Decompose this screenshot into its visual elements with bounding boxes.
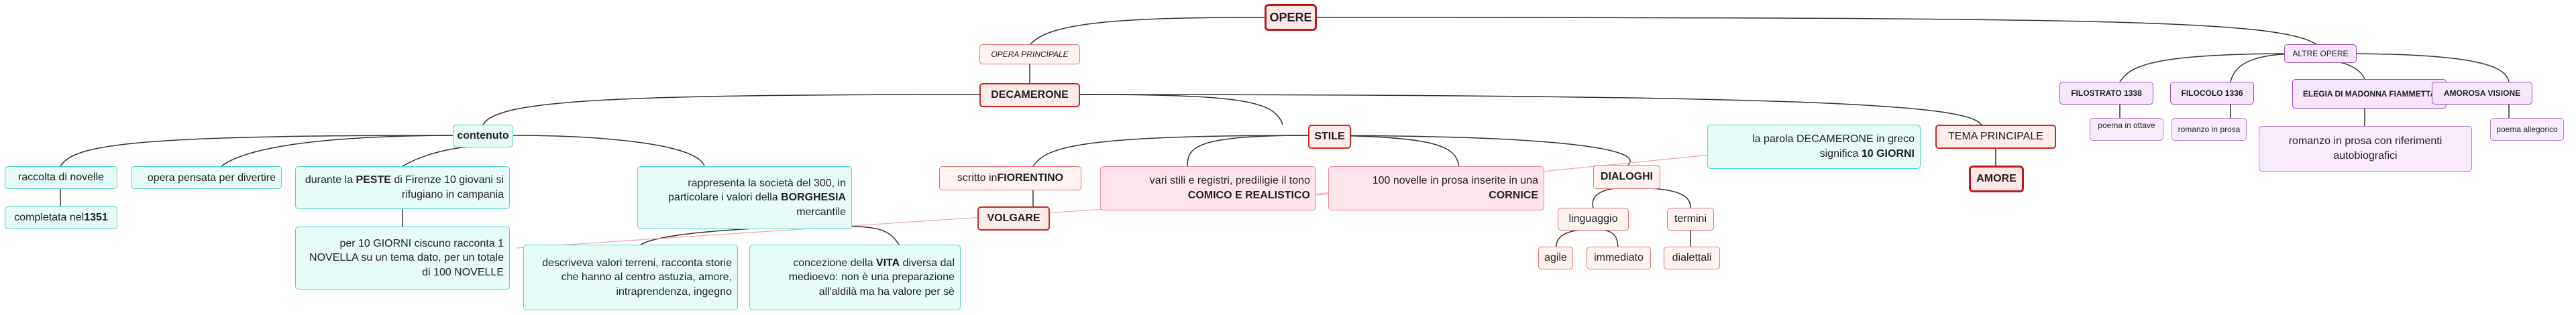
node-opere[interactable]: OPERE — [1265, 4, 1317, 31]
completata-text: completata nel — [14, 212, 85, 224]
durante-text-a: durante la — [305, 174, 356, 186]
node-durante[interactable]: durante la PESTE di Firenze 10 giovani s… — [295, 166, 510, 209]
node-romanzo-prosa[interactable]: romanzo in prosa — [2171, 118, 2247, 141]
rappresenta-text-b: mercantile — [796, 206, 846, 218]
node-dialoghi[interactable]: DIALOGHI — [1593, 165, 1660, 189]
scritto-fiorentino: FIORENTINO — [997, 172, 1064, 184]
node-decamerone[interactable]: DECAMERONE — [979, 83, 1080, 107]
vari-text: vari stili e registri, prediligie il ton… — [1149, 175, 1310, 187]
node-raccolta[interactable]: raccolta di novelle — [5, 166, 117, 189]
node-immediato[interactable]: immediato — [1587, 247, 1651, 269]
node-tema-principale[interactable]: TEMA PRINCIPALE — [1935, 125, 2056, 149]
node-dialettali[interactable]: dialettali — [1664, 247, 1720, 269]
durante-text-b: di Firenze 10 giovani si rifugiano in ca… — [390, 174, 504, 200]
node-termini[interactable]: termini — [1667, 208, 1714, 231]
node-opera-principale[interactable]: OPERA PRINCIPALE — [979, 44, 1080, 64]
node-scritto[interactable]: scritto in FIORENTINO — [939, 166, 1081, 190]
node-descriveva[interactable]: descriveva valori terreni, racconta stor… — [523, 245, 738, 310]
node-parola-decamerone[interactable]: la parola DECAMERONE in greco significa … — [1707, 125, 1921, 169]
node-completata[interactable]: completata nel 1351 — [5, 206, 117, 229]
node-vari[interactable]: vari stili e registri, prediligie il ton… — [1100, 166, 1316, 210]
node-amore[interactable]: AMORE — [1969, 166, 2024, 192]
node-cento-novelle[interactable]: 100 novelle in prosa inserite in una COR… — [1328, 166, 1544, 210]
node-elegia[interactable]: ELEGIA DI MADONNA FIAMMETTA — [2292, 79, 2447, 109]
node-volgare[interactable]: VOLGARE — [977, 206, 1050, 231]
node-pensata[interactable]: opera pensata per divertire — [131, 166, 282, 189]
rappresenta-borghesia: BORGHESIA — [781, 192, 846, 204]
vari-bold: COMICO E REALISTICO — [1187, 190, 1310, 201]
cento-bold: CORNICE — [1489, 190, 1538, 201]
node-romanzo-autobio[interactable]: romanzo in prosa con riferimenti autobio… — [2259, 126, 2472, 172]
concezione-text-a: concezione della — [793, 257, 876, 269]
node-concezione[interactable]: concezione della VITA diversa dal medioe… — [749, 245, 961, 310]
concezione-text-b: diversa dal medioevo: non è una preparaz… — [788, 257, 955, 298]
node-altre-opere[interactable]: ALTRE OPERE — [2284, 44, 2357, 63]
parola-text: la parola DECAMERONE in greco significa — [1752, 133, 1915, 160]
node-linguaggio[interactable]: linguaggio — [1558, 208, 1629, 231]
completata-year: 1351 — [84, 212, 108, 224]
node-stile[interactable]: STILE — [1308, 125, 1351, 149]
node-agile[interactable]: agile — [1538, 247, 1573, 269]
node-rappresenta[interactable]: rappresenta la società del 300, in parti… — [637, 166, 852, 229]
parola-bold: 10 GIORNI — [1861, 148, 1915, 160]
concezione-vita: VITA — [875, 257, 900, 269]
node-filostrato[interactable]: FILOSTRATO 1338 — [2059, 82, 2153, 105]
node-poema-ottave[interactable]: poema in ottave — [2090, 118, 2163, 141]
durante-peste: PESTE — [356, 174, 391, 186]
node-poema-allegorico[interactable]: poema allegorico — [2490, 118, 2564, 141]
node-contenuto[interactable]: contenuto — [453, 125, 513, 147]
node-amorosa[interactable]: AMOROSA VISIONE — [2432, 82, 2532, 105]
cento-text: 100 novelle in prosa inserite in una — [1372, 175, 1538, 187]
node-per10[interactable]: per 10 GIORNI ciscuno racconta 1 NOVELLA… — [295, 227, 510, 290]
scritto-text: scritto in — [957, 172, 998, 184]
node-filocolo[interactable]: FILOCOLO 1336 — [2170, 82, 2254, 105]
rappresenta-text-a: rappresenta la società del 300, in parti… — [668, 177, 846, 204]
